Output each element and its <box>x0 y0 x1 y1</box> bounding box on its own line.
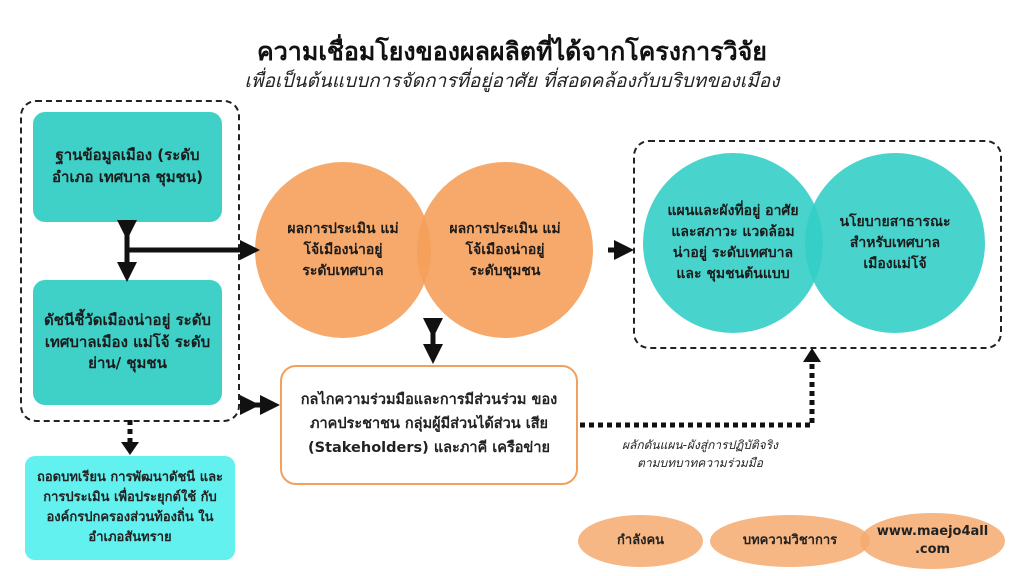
output-website: www.maejo4all .com <box>860 513 1005 569</box>
city-database-box: ฐานข้อมูลเมือง (ระดับอำเภอ เทศบาล ชุมชน) <box>33 112 222 222</box>
arrowhead-down <box>121 442 139 455</box>
caption-line-1: ผลักดันแผน-ผังสู่การปฏิบัติจริง <box>621 438 779 452</box>
output-manpower: กำลังคน <box>578 515 703 567</box>
municipal-assessment-circle: ผลการประเมิน แม่โจ้เมืองน่าอยู่ ระดับเทศ… <box>255 162 431 338</box>
participation-box: กลไกความร่วมมือและการมีส่วนร่วม ของภาคปร… <box>280 365 578 485</box>
arrowhead-up <box>803 348 821 362</box>
dotted-arrow-to-right-group <box>580 362 815 428</box>
diagram-title: ความเชื่อมโยงของผลผลิตที่ได้จากโครงการวิ… <box>257 37 767 66</box>
plan-circle: แผนและผังที่อยู่ อาศัยและสภาวะ แวดล้อมน่… <box>643 153 823 333</box>
lessons-learned-box: ถอดบทเรียน การพัฒนาดัชนี และการประเมิน เ… <box>25 456 235 560</box>
output-academic-article: บทความวิชาการ <box>710 515 870 567</box>
livability-indicators-box: ดัชนีชี้วัดเมืองน่าอยู่ ระดับเทศบาลเมือง… <box>33 280 222 405</box>
policy-circle: นโยบายสาธารณะ สำหรับเทศบาล เมืองแม่โจ้ <box>805 153 985 333</box>
right-group-frame <box>633 140 1002 349</box>
community-assessment-circle: ผลการประเมิน แม่โจ้เมืองน่าอยู่ ระดับชุม… <box>417 162 593 338</box>
caption-line-2: ตามบทบาทความร่วมมือ <box>637 456 763 470</box>
diagram-subtitle: เพื่อเป็นต้นแบบการจัดการที่อยู่อาศัย ที่… <box>244 70 780 92</box>
implementation-caption: ผลักดันแผน-ผังสู่การปฏิบัติจริง ตามบทบาท… <box>600 436 800 472</box>
